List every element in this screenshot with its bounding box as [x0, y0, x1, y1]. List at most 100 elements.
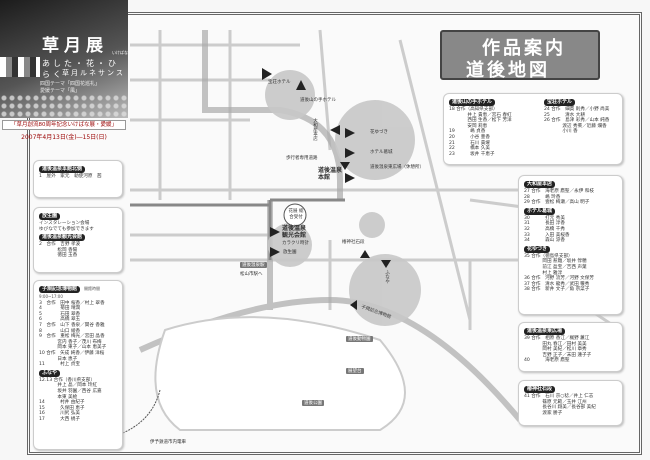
work-entry: 21 石川 貴燿 [449, 140, 490, 146]
work-entry: 松岡 香陽 [39, 247, 78, 253]
map-label-zoo: 道後動物園 [346, 336, 373, 342]
venue-circle [265, 70, 315, 120]
work-entry: 2 合作 吉野 孝波 [39, 242, 81, 248]
map-label-higashi[interactable]: 道後温泉東広場（休憩所） [370, 165, 424, 170]
work-entry: 15 久保田 恵子 [39, 405, 85, 411]
work-entry: 吉野 正子／末田 蓮子子 [524, 352, 592, 358]
work-entry: 28 嶋 玲香 [524, 194, 561, 200]
work-entry: 33 入田 美桜香 [524, 232, 570, 238]
work-entry: 井上 貴恵／宮石 春紅 [449, 112, 512, 118]
work-entry: 3 合作 田中 桜香／村上 翠香 [39, 300, 105, 306]
map-label-matsuyama: 松山市駅へ [240, 272, 263, 277]
work-entry: 岡村 美紀／松川 章秀 [524, 347, 587, 353]
exhibition-logo: 草月展 [42, 36, 108, 56]
event-date: 2007年4月13日(金)―15日(日) [21, 134, 107, 141]
banner-theme1: 四国テーマ「四国花巡礼」 [40, 81, 101, 87]
work-entry: 井上 晶／岡本 玲紅 [39, 383, 98, 389]
venue-circle [359, 212, 385, 238]
work-entry: インスタレーション会場 [39, 221, 90, 226]
work-entry: 12.13 合作（香川県支部） [39, 377, 95, 383]
work-entry: 渡家 勝子 [524, 410, 563, 416]
banner-line1: あした・花・ひらく [42, 59, 119, 79]
arrow-marker [345, 173, 355, 183]
venue-heading-hoso: 宝荘ホテル [544, 99, 576, 106]
opening-hours: 開館時間 9:00~17:00 [39, 286, 101, 299]
work-entry: 19 嶋 貞香 [449, 129, 486, 135]
map-label-walk: 歩行者専用道路 [286, 156, 318, 161]
work-entry: 篠原 元範／玉井 江州 [524, 399, 587, 405]
venue-heading-honkan_north: 道後温泉本館北側 [39, 166, 86, 173]
arrow-marker [345, 148, 355, 158]
work-entry: 安岡 莉恵 [449, 123, 488, 129]
work-entry: 岡田 惹雛／坂井 惇穂 [524, 259, 587, 265]
work-entry: 前江 盈宝／吉西 声葉 [524, 264, 587, 270]
venue-heading-yamanote: 道後山の手ホテル [449, 99, 496, 106]
venue-heading-yamatoya: 大和屋本店 [524, 181, 556, 188]
work-entry: 31 長田 淳香 [524, 221, 565, 227]
reception-bubble [283, 203, 307, 227]
map-label-kanko[interactable]: 道後温泉観光会館 [282, 225, 307, 239]
venue-heading-hanayuzuki: 花ゆづき [524, 245, 551, 253]
map-label-station[interactable]: 道後温泉駅 [240, 262, 267, 268]
exhibition-banner: 草月展 いけばな あした・花・ひらく 草月ルネサンス 四国テーマ「四国花巡礼」 … [0, 0, 128, 118]
work-entry: 34 森山 涼香 [524, 238, 565, 244]
venue-heading-katsuragi: ホテル葛城 [524, 207, 556, 215]
work-entry: 22 橋本 久美 [449, 146, 490, 152]
map-label-yamanote[interactable]: 道後山の手ホテル [300, 98, 336, 103]
map-label-hojoen[interactable]: 放生園 [283, 250, 297, 255]
map-label-katsuragi[interactable]: ホテル葛城 [370, 150, 393, 155]
map-label-honkan[interactable]: 道後温泉本館 [318, 167, 343, 181]
work-entry: ゆびなでても参加できます [39, 226, 94, 232]
banner-theme2: 愛媛テーマ「風」 [40, 88, 81, 94]
work-entry: 37 合作 清水 龍秀／武田 穣秀 [524, 281, 590, 287]
map-label-reception[interactable]: 花展 総合受付 [288, 209, 304, 220]
arrow-marker [350, 300, 357, 310]
arrow-marker [340, 162, 350, 170]
arrow-marker [381, 260, 391, 268]
park-area [154, 316, 406, 431]
map-label-hanayuzuki[interactable]: 花ゆづき [370, 130, 388, 135]
checker-pattern [0, 57, 40, 77]
map-label-tram: 伊予鉄道市内電車 [150, 440, 186, 445]
work-entry: 長谷川 翔美／長谷部 美紀 [524, 405, 596, 411]
arrow-marker [296, 80, 306, 90]
venue-heading-higashi: 道後温泉東広場 [524, 328, 566, 335]
work-entry: 27 合作 海老原 鷹聖／永伊 和枝 [524, 189, 594, 194]
work-entry: 41 合作 石川 京○稔／井上 仁志 [524, 394, 594, 399]
work-entry: 35 合作（徳島県支部） [524, 253, 573, 259]
map-label-yamatoya[interactable]: 大和屋本店 [312, 118, 318, 141]
banner-line2: 草月ルネサンス [62, 69, 125, 77]
venue-circle [335, 100, 415, 180]
logo-sub: いけばな [112, 50, 128, 55]
work-entry: 坂井 羽園／西谷 広嘉 [39, 388, 102, 394]
lace-decoration [0, 94, 128, 118]
work-entry: 田丸 春江／田村 美美 [524, 341, 587, 347]
work-entry: 24 合作 細貫 則秀／小野 尚美 [544, 107, 610, 112]
venue-heading-kanko: 道後温泉観光会館 [39, 234, 86, 242]
map-label-funaya[interactable]: ふなや [384, 270, 390, 284]
work-entry: 日本 恵子 [39, 356, 78, 362]
venue-heading-funaya: ふなや [39, 369, 61, 377]
arrow-marker [270, 247, 280, 257]
work-entry: 16 川尻 弘美 [39, 411, 80, 417]
work-entry: 7 合作 山下 香泉／関谷 香雅 [39, 322, 105, 328]
road [318, 29, 332, 151]
map-label-tsubaki[interactable]: 椿神社石段 [342, 240, 365, 245]
work-entry: 25 清水 大耕 [544, 112, 585, 118]
work-entry: 18 合作（高知県支部） [449, 107, 498, 112]
route [130, 198, 345, 260]
map-label-hoso[interactable]: 宝荘ホテル [268, 80, 291, 85]
venue-heading-tsubaki: 椿神社石段 [524, 386, 556, 393]
map-label-park: 道後公園 [302, 400, 324, 406]
work-entry: 17 大西 規子 [39, 416, 80, 422]
title-line2: 道後地図 [466, 60, 550, 81]
work-entry: 徳田 玉香 [39, 253, 78, 259]
work-entry: 村上 雅淳 [524, 270, 563, 276]
title-line1: 作品案内 [482, 38, 566, 59]
work-entry: 14 村井 由紀子 [39, 400, 85, 406]
